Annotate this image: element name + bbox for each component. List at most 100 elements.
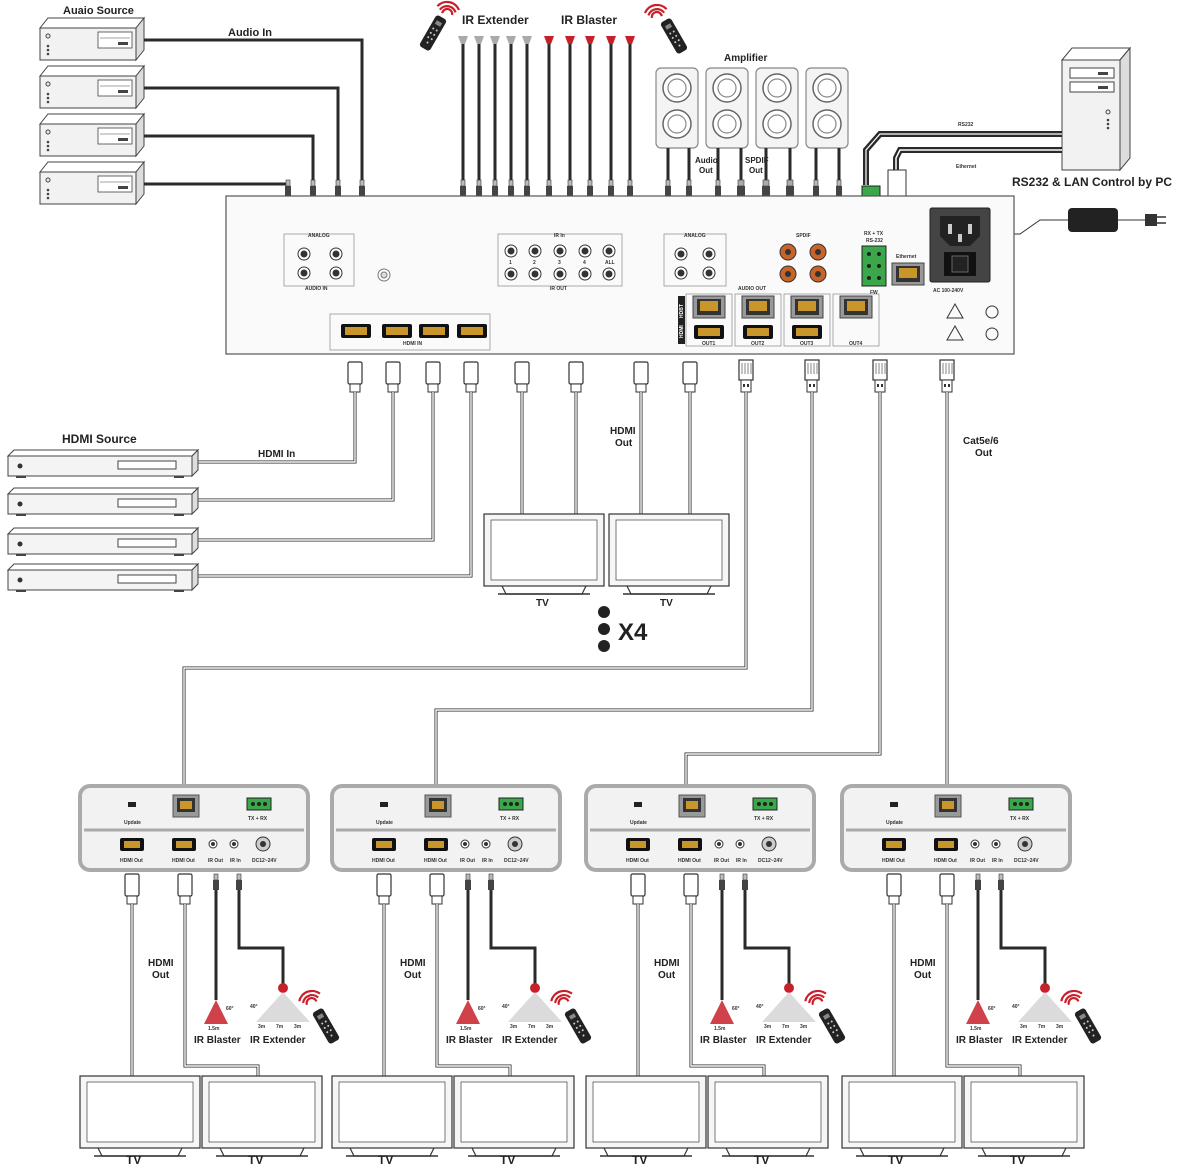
rx2-d7: 7m	[528, 1024, 536, 1030]
rx1-dc: DC12~24V	[252, 858, 277, 864]
rx1-ir-blaster: IR Blaster	[194, 1035, 241, 1046]
audio-source-group: Auaio Source Audio In	[39, 5, 366, 205]
rx4-ir-extender: IR Extender	[1012, 1035, 1068, 1046]
x4-label: X4	[618, 619, 648, 646]
rx1-deg40: 40°	[250, 1004, 258, 1010]
rx1-d15: 1.5m	[208, 1026, 220, 1032]
rx4-d7: 7m	[1038, 1024, 1046, 1030]
rx4-hdmi-out-line1: HDMI	[910, 958, 936, 969]
pc-group: RS232 Ethernet RS232 & LAN Control by PC	[861, 46, 1172, 241]
rx4-hdmi-out-line2: Out	[914, 970, 932, 981]
panel-ir-n1: 1	[509, 260, 512, 266]
panel-out2-label: OUT2	[751, 341, 765, 347]
rx3-ir-blaster: IR Blaster	[700, 1035, 747, 1046]
receiver-2-outputs: HDMI Out 60° 40° 1.5m 3m 7m 3m IR Blaste…	[331, 873, 593, 1167]
rx1-update: Update	[124, 820, 141, 826]
panel-out1-label: OUT1	[702, 341, 716, 347]
rx4-tv-b: TV	[1010, 1153, 1025, 1167]
rx2-txrx: TX + RX	[500, 816, 520, 822]
rx4-deg40: 40°	[1012, 1004, 1020, 1010]
ir-extender-top-label: IR Extender	[462, 13, 529, 27]
panel-spdif-label: SPDIF	[796, 233, 811, 239]
panel-audio-out-label: AUDIO OUT	[738, 286, 766, 292]
amp-audio-out-line2: Out	[699, 166, 713, 175]
rx2-deg40: 40°	[502, 1004, 510, 1010]
rx3-hdmi-out-line2: Out	[658, 970, 676, 981]
cat-output-cables: Cat5e/6 Out	[182, 359, 999, 786]
local-hdmi-out-line2: Out	[615, 438, 633, 449]
rx2-d3b: 3m	[546, 1024, 554, 1030]
rx4-txrx: TX + RX	[1010, 816, 1030, 822]
panel-rs232-label: RS-232	[866, 238, 883, 244]
receiver-1-outputs: HDMI Out 60° 40° 1.5m 3m 7m 3m IR Blaste…	[79, 873, 341, 1167]
panel-ir-n2: 2	[533, 260, 536, 266]
rx1-deg60: 60°	[226, 1006, 234, 1012]
rx4-deg60: 60°	[988, 1006, 996, 1012]
rx1-d7: 7m	[276, 1024, 284, 1030]
rx4-dc: DC12~24V	[1014, 858, 1039, 864]
rx2-tv-b: TV	[500, 1153, 515, 1167]
rx4-d3a: 3m	[1020, 1024, 1028, 1030]
rx1-ir-in: IR In	[230, 858, 241, 864]
rx3-hdmi-out2: HDMI Out	[678, 858, 701, 864]
rx2-d3a: 3m	[510, 1024, 518, 1030]
rx3-hdmi-out: HDMI Out	[626, 858, 649, 864]
audio-source-label: Auaio Source	[63, 5, 134, 17]
ethernet-cable-label: Ethernet	[956, 164, 977, 170]
local-hdmi-out-group: HDMI Out TV TV X4	[483, 361, 730, 652]
rx1-hdmi-out-line1: HDMI	[148, 958, 174, 969]
cat-out-line1: Cat5e/6	[963, 436, 999, 447]
rx3-txrx: TX + RX	[754, 816, 774, 822]
rx2-hdmi-out: HDMI Out	[372, 858, 395, 864]
panel-audio-in-label: AUDIO IN	[305, 286, 328, 292]
rx2-dc: DC12~24V	[504, 858, 529, 864]
panel-hdbt-tag: HDBT	[679, 304, 685, 318]
panel-hdmi-in-label: HDMI IN	[403, 341, 423, 347]
panel-out3-label: OUT3	[800, 341, 814, 347]
rx3-update: Update	[630, 820, 647, 826]
rx2-update: Update	[376, 820, 393, 826]
rx3-ir-in: IR In	[736, 858, 747, 864]
amplifier-label: Amplifier	[724, 53, 767, 64]
receiver-2: Update TX + RX HDMI Out HDMI Out IR Out …	[330, 784, 562, 872]
rx4-update: Update	[886, 820, 903, 826]
rx2-ir-extender: IR Extender	[502, 1035, 558, 1046]
rx2-hdmi-out-line1: HDMI	[400, 958, 426, 969]
rx2-tv-a: TV	[378, 1153, 393, 1167]
matrix-panel: ANALOG AUDIO IN IR In IR OUT 1 2 3 4 ALL…	[225, 195, 1015, 355]
receiver-3-outputs: HDMI Out 60° 40° 1.5m 3m 7m 3m IR Blaste…	[585, 873, 847, 1167]
panel-ir-in-label: IR In	[554, 233, 565, 239]
rx1-tv-b: TV	[248, 1153, 263, 1167]
panel-fw-label: FW	[870, 290, 878, 296]
ir-top-group: IR Extender IR Blaster	[418, 0, 689, 197]
rx3-d7: 7m	[782, 1024, 790, 1030]
amp-audio-out-line1: Audio	[695, 156, 718, 165]
rx1-ir-extender: IR Extender	[250, 1035, 306, 1046]
rx3-ir-extender: IR Extender	[756, 1035, 812, 1046]
cat-out-line2: Out	[975, 448, 993, 459]
panel-analog-out-label: ANALOG	[684, 233, 706, 239]
panel-ir-n3: 3	[558, 260, 561, 266]
panel-out4-label: OUT4	[849, 341, 863, 347]
rx1-hdmi-out: HDMI Out	[120, 858, 143, 864]
rx1-hdmi-out2: HDMI Out	[172, 858, 195, 864]
rx1-tv-a: TV	[126, 1153, 141, 1167]
rx2-hdmi-out2: HDMI Out	[424, 858, 447, 864]
panel-ir-out-label: IR OUT	[550, 286, 567, 292]
rx4-hdmi-out: HDMI Out	[882, 858, 905, 864]
amp-spdif-out-line2: Out	[749, 166, 763, 175]
rx1-ir-out: IR Out	[208, 858, 223, 864]
rx4-ir-in: IR In	[992, 858, 1003, 864]
rx4-tv-a: TV	[888, 1153, 903, 1167]
rx3-dc: DC12~24V	[758, 858, 783, 864]
rx3-deg40: 40°	[756, 1004, 764, 1010]
rx3-d3a: 3m	[764, 1024, 772, 1030]
receiver-4-outputs: HDMI Out 60° 40° 1.5m 3m 7m 3m IR Blaste…	[841, 873, 1103, 1167]
audio-in-label: Audio In	[228, 27, 272, 39]
rx4-ir-blaster: IR Blaster	[956, 1035, 1003, 1046]
amp-spdif-out-line1: SPDIF	[745, 156, 769, 165]
rx4-d15: 1.5m	[970, 1026, 982, 1032]
rx1-hdmi-out-line2: Out	[152, 970, 170, 981]
rx4-d3b: 3m	[1056, 1024, 1064, 1030]
